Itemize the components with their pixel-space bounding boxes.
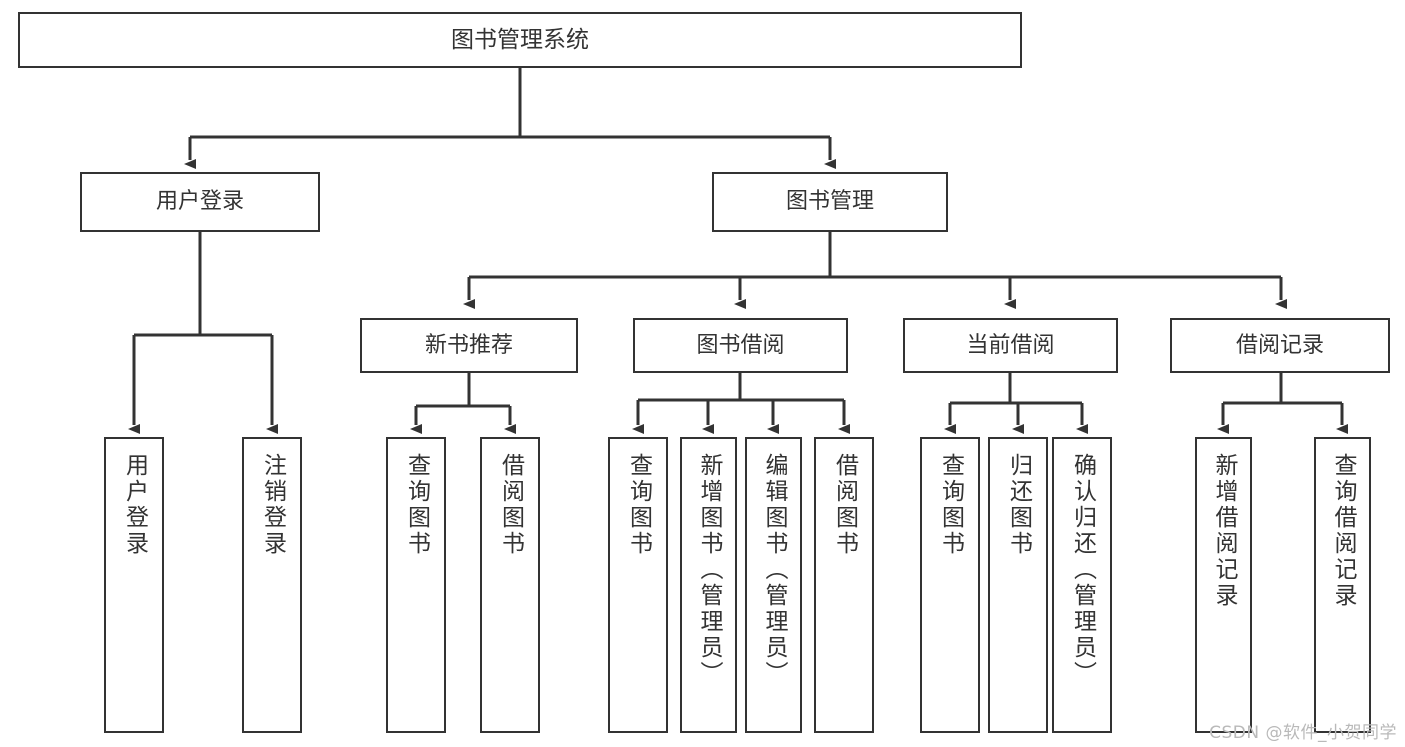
leaf-add-borrow-record[interactable]: 新增借阅记录 — [1195, 437, 1252, 733]
leaf-confirm-return[interactable]: 确认归还（管理员） — [1052, 437, 1112, 733]
node-user-login[interactable]: 用户登录 — [80, 172, 320, 232]
node-label: 当前借阅 — [966, 332, 1055, 358]
leaf-borrow-book-recommend[interactable]: 借阅图书 — [480, 437, 540, 733]
leaf-query-book-borrow[interactable]: 查询图书 — [608, 437, 668, 733]
node-label: 图书管理系统 — [451, 26, 589, 53]
node-label: 借阅图书 — [831, 453, 858, 557]
leaf-logout-login[interactable]: 注销登录 — [242, 437, 302, 733]
node-label: 图书借阅 — [696, 332, 785, 358]
node-label: 借阅记录 — [1235, 332, 1324, 358]
leaf-add-book[interactable]: 新增图书（管理员） — [680, 437, 737, 733]
node-label: 借阅图书 — [497, 453, 524, 557]
node-label: 用户登录 — [121, 453, 148, 557]
node-label: 确认归还（管理员） — [1069, 453, 1096, 687]
node-book-borrow[interactable]: 图书借阅 — [633, 318, 848, 373]
csdn-watermark: CSDN @软件_小贺同学 — [1209, 723, 1397, 743]
node-book-management[interactable]: 图书管理 — [712, 172, 948, 232]
leaf-edit-book[interactable]: 编辑图书（管理员） — [745, 437, 802, 733]
node-label: 编辑图书（管理员） — [761, 453, 787, 687]
node-new-book-recommend[interactable]: 新书推荐 — [360, 318, 578, 373]
node-label: 新增借阅记录 — [1211, 453, 1237, 609]
node-label: 用户登录 — [155, 189, 244, 215]
node-label: 注销登录 — [259, 453, 286, 557]
leaf-query-book-current[interactable]: 查询图书 — [920, 437, 980, 733]
node-label: 图书管理 — [785, 189, 874, 215]
leaf-user-login[interactable]: 用户登录 — [104, 437, 164, 733]
leaf-return-book[interactable]: 归还图书 — [988, 437, 1048, 733]
node-label: 查询图书 — [403, 453, 430, 557]
node-label: 新书推荐 — [424, 332, 513, 358]
node-label: 新增图书（管理员） — [696, 453, 722, 687]
node-label: 查询图书 — [937, 453, 964, 557]
node-current-borrow[interactable]: 当前借阅 — [903, 318, 1118, 373]
leaf-query-book-recommend[interactable]: 查询图书 — [386, 437, 446, 733]
leaf-borrow-book[interactable]: 借阅图书 — [814, 437, 874, 733]
node-borrow-record[interactable]: 借阅记录 — [1170, 318, 1390, 373]
node-label: 归还图书 — [1005, 453, 1032, 557]
leaf-query-borrow-record[interactable]: 查询借阅记录 — [1314, 437, 1371, 733]
node-root-system[interactable]: 图书管理系统 — [18, 12, 1022, 68]
node-label: 查询借阅记录 — [1330, 453, 1356, 609]
node-label: 查询图书 — [625, 453, 652, 557]
